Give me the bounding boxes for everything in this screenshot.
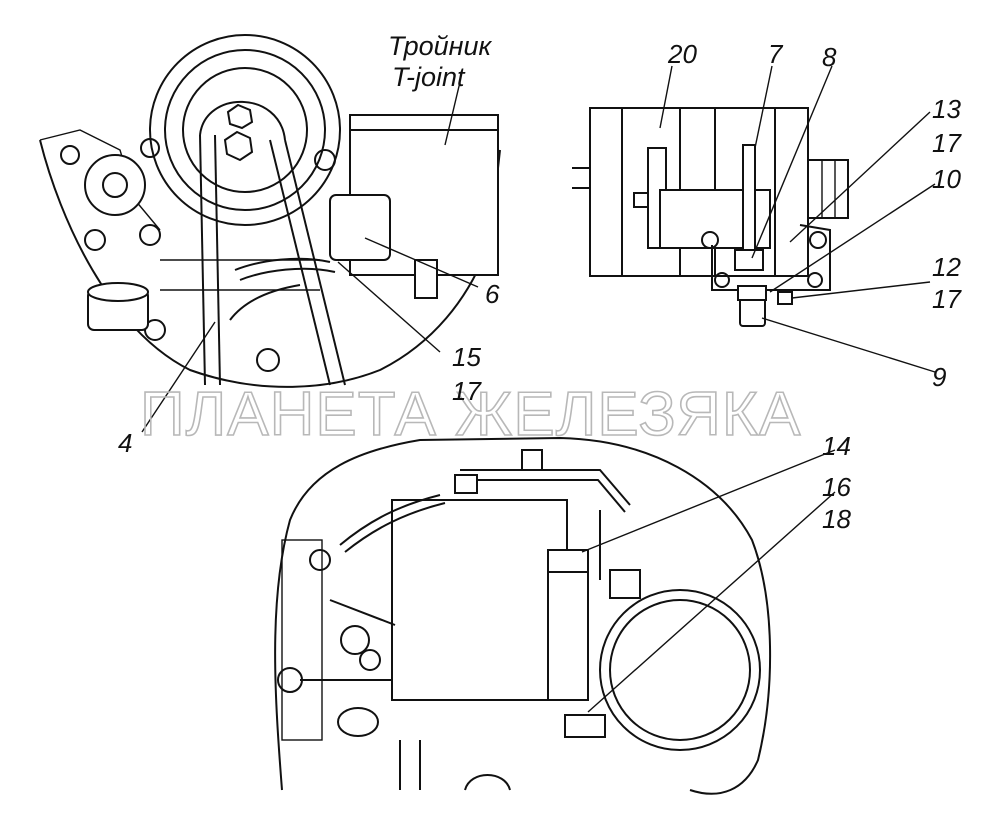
callout-9: 9: [932, 362, 946, 392]
large-pulley: [149, 34, 341, 226]
fitting-9: [739, 297, 766, 327]
callout-10: 10: [932, 164, 961, 194]
callout-17-b: 17: [932, 284, 962, 314]
air-intake-ring: [599, 589, 761, 751]
callout-12: 12: [932, 252, 961, 282]
small-pulley: [84, 154, 146, 216]
leader-lines: [141, 65, 936, 713]
annotation-line-2: T-joint: [392, 62, 466, 92]
fitting-6: [329, 194, 391, 261]
rod-7: [742, 144, 756, 256]
compressor-view: [572, 107, 849, 327]
annotation-line-1: Тройник: [388, 31, 493, 61]
callout-18: 18: [822, 504, 851, 534]
callout-4: 4: [118, 428, 132, 458]
callout-8: 8: [822, 42, 837, 72]
callout-7: 7: [768, 39, 784, 69]
t-joint-fitting: [414, 259, 438, 299]
callout-17-a: 17: [932, 128, 962, 158]
hex-nut: [226, 103, 254, 130]
heater-cylinder: [391, 499, 568, 701]
watermark: ПЛАНЕТА ЖЕЛЕЗЯКА: [140, 380, 801, 449]
callout-20: 20: [667, 39, 697, 69]
callout-13: 13: [932, 94, 961, 124]
callout-16: 16: [822, 472, 851, 502]
callout-15: 15: [452, 342, 481, 372]
callout-6: 6: [485, 279, 500, 309]
callout-14: 14: [822, 431, 851, 461]
hex-nut: [223, 130, 254, 162]
belt-drive-view: [39, 34, 501, 388]
heater-assembly-view: [274, 436, 772, 795]
callout-17-c: 17: [452, 376, 482, 406]
